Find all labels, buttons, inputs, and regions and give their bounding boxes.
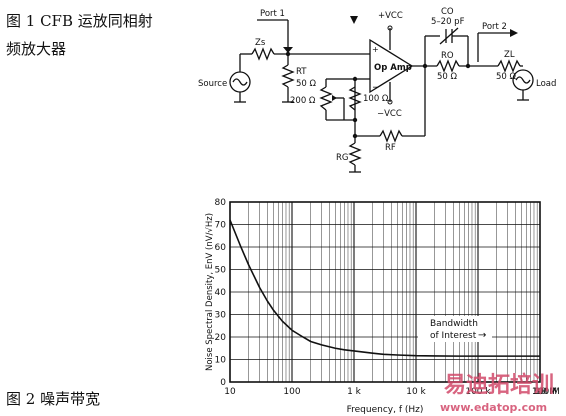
x-tick-label: 1 k [347,387,362,397]
rg-label: RG [336,153,349,163]
noise-density-series-line [229,219,540,357]
x-tick-label: 10 [224,387,236,397]
vcc-positive-label: +VCC [378,11,403,21]
y-tick-label: 20 [215,333,227,343]
ro-value: 50 Ω [437,72,458,82]
chart-series [229,219,540,357]
resistor-100-value: 100 Ω [363,94,389,104]
x-tick-label: 1 M [532,387,548,397]
watermark-url: www.edatop.com [440,401,547,414]
vcc-negative-label: −VCC [377,109,402,119]
y-tick-label: 10 [215,356,227,366]
chart-y-axis-label: Noise Spectral Density, EnV (nV/√Hz) [205,213,215,371]
chart-x-axis-label: Frequency, f (Hz) [347,405,424,415]
figure-1-caption-line-2: 频放大器 [6,40,67,58]
op-amp-plus: + [372,45,379,54]
load-label: Load [536,79,556,89]
annotation-line-1: Bandwidth [430,319,478,329]
rt-value: 50 Ω [296,79,317,89]
y-tick-label: 70 [215,221,227,231]
watermark-text: 易迪拓培训 [444,372,554,398]
rf-label: RF [385,143,396,153]
x-tick-label: 100 k [465,387,491,397]
annotation-line-2: of Interest [430,331,477,341]
y-tick-label: 60 [215,243,227,253]
y-tick-label: 0 [220,378,226,388]
op-amp-label: Op Amp [374,63,412,73]
co-value: 5–20 pF [431,17,465,27]
x-tick-label: 10 k [406,387,426,397]
rt-label: RT [296,67,307,77]
y-tick-label: 40 [215,288,227,298]
figure-2-caption: 图 2 噪声带宽 [6,390,101,408]
figure-1-caption-line-1: 图 1 CFB 运放同相射 [6,12,153,30]
zs-label: Zs [255,38,266,48]
co-label: CO [441,7,454,17]
y-tick-label: 80 [215,198,227,208]
port-1-label: Port 1 [260,9,285,19]
y-tick-label: 30 [215,311,227,321]
y-tick-label: 50 [215,266,227,276]
zl-label: ZL [504,50,515,60]
chart-plot-frame [229,201,541,383]
source-label: Source [198,79,227,89]
pot-value: 200 Ω [290,96,316,106]
port-2-label: Port 2 [482,22,507,32]
x-tick-label: 100 M [532,387,560,397]
chart-annotation: Bandwidth of Interest → [418,316,492,342]
x-tick-label: 100 [283,387,300,397]
ro-label: RO [441,51,454,61]
x-tick-label: 10 M [535,387,557,397]
zl-value: 50 Ω [496,72,517,82]
op-amp-minus: − [372,83,380,93]
annotation-arrow: → [478,330,486,341]
